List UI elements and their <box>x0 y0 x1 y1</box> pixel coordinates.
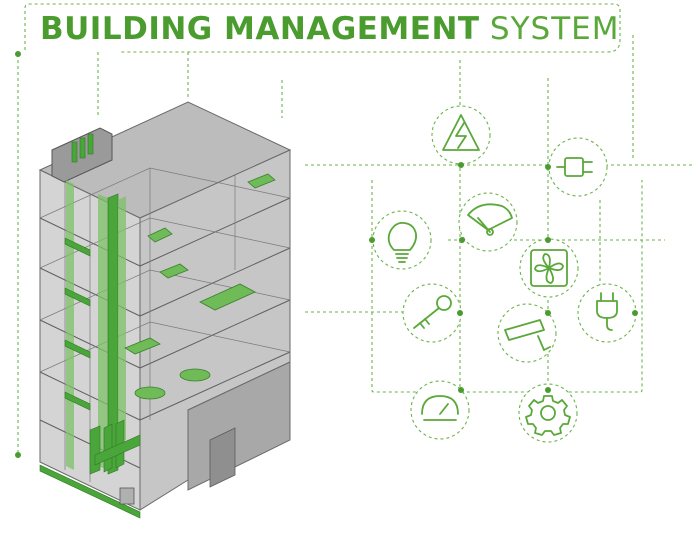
furniture-tables <box>119 173 276 505</box>
high-voltage-icon <box>431 105 491 168</box>
settings-gear-icon <box>518 383 578 443</box>
ventilation-fan-icon <box>519 237 579 298</box>
power-plug-icon <box>545 137 608 197</box>
gauge-icon <box>458 192 518 252</box>
speedometer-icon <box>410 380 470 440</box>
building-illustration <box>38 101 292 519</box>
lightbulb-icon <box>369 210 432 270</box>
security-camera-icon <box>497 303 557 363</box>
access-key-icon <box>402 283 463 343</box>
title-light: SYSTEM <box>489 11 620 47</box>
title-frame <box>15 3 634 458</box>
charging-plug-icon <box>577 283 638 343</box>
page-title: BUILDING MANAGEMENT SYSTEM <box>40 8 619 50</box>
title-bold: BUILDING MANAGEMENT <box>40 11 480 47</box>
